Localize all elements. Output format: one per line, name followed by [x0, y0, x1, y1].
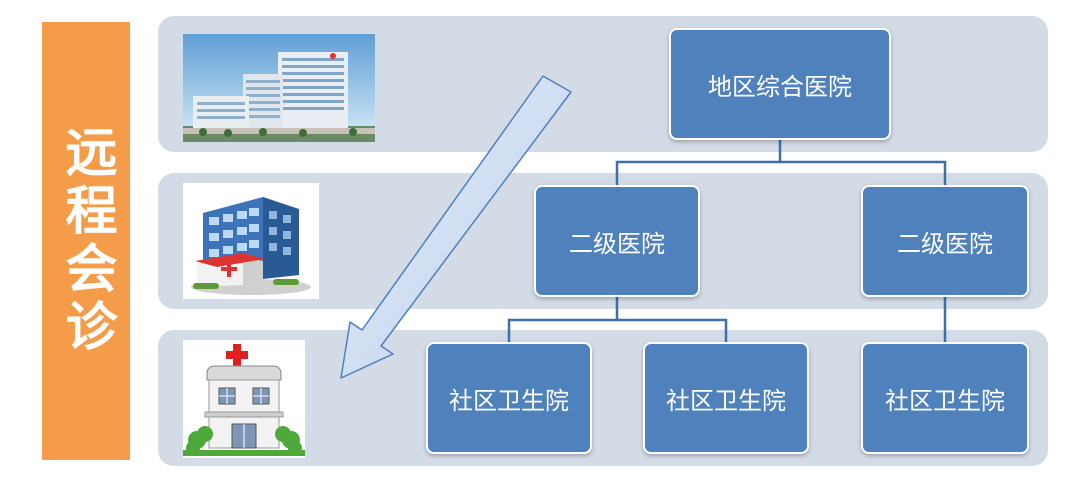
node-secondary-hospital-left: 二级医院	[534, 185, 700, 297]
node-regional-hospital: 地区综合医院	[669, 28, 891, 140]
sidebar-title: 远程会诊	[56, 125, 116, 357]
clinic-building-icon	[183, 340, 305, 458]
node-community-clinic-1: 社区卫生院	[426, 342, 592, 454]
large-hospital-photo	[183, 34, 375, 142]
node-secondary-hospital-right: 二级医院	[861, 185, 1029, 297]
sidebar-banner: 远程会诊	[42, 22, 130, 460]
node-community-clinic-3: 社区卫生院	[861, 342, 1029, 454]
node-community-clinic-2: 社区卫生院	[643, 342, 809, 454]
hospital-building-icon	[183, 183, 319, 299]
